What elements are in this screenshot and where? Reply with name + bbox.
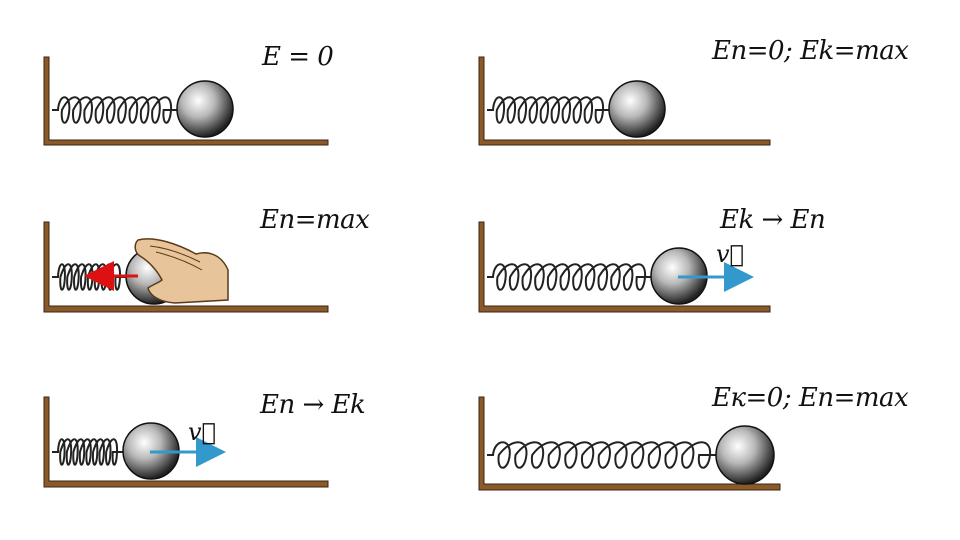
wall-frame [478,396,781,491]
wall-frame [478,56,771,146]
hand-icon [134,238,229,304]
wall-frame [43,221,329,313]
velocity-label: v⃗ [188,418,216,446]
panel-5-releasing [43,396,329,488]
wall-frame [43,56,329,146]
formula-label: Eп=max [260,205,370,235]
ball [715,425,775,485]
formula-label: Eп=0; Ek=max [712,36,909,66]
spring [487,263,651,291]
panel-6-stretched [478,396,781,491]
velocity-label: v⃗ [716,240,744,268]
panel-3-compressed [43,221,329,313]
spring [52,96,177,124]
panel-2-max-speed [478,56,771,146]
wall-frame [43,396,329,488]
formula-label: E = 0 [262,42,334,72]
ball [176,80,234,138]
formula-label: Eк=0; Eп=max [712,383,909,413]
spring [487,441,716,469]
panel-1-equilibrium [43,56,329,146]
formula-label: Eп → Ek [260,390,366,420]
spring [52,438,123,466]
wall-frame [478,221,771,313]
ball [608,80,666,138]
spring [487,96,609,124]
hand-finger-lines [149,245,203,271]
panel-4-stretching [478,221,771,313]
formula-label: Ek → Eп [720,205,826,235]
